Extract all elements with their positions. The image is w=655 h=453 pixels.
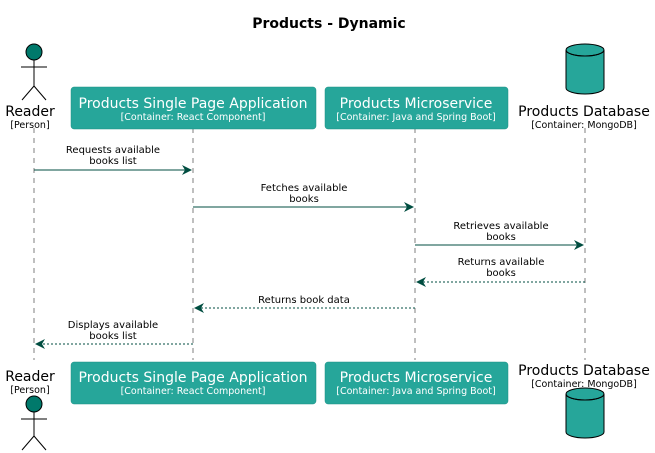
message-5[interactable]: Returns book data xyxy=(194,295,415,313)
message-label-line2: books xyxy=(289,194,319,205)
message-2[interactable]: Fetches available books xyxy=(193,183,414,212)
message-label-line1: Returns available xyxy=(458,257,545,268)
participants-top: Reader [Person] Products Single Page App… xyxy=(5,43,650,131)
container-box xyxy=(70,361,317,405)
message-4[interactable]: Returns available books xyxy=(416,257,585,287)
participant-name: Products Single Page Application xyxy=(79,96,308,112)
participant-type: [Container: React Component] xyxy=(121,112,266,123)
participant-type: [Person] xyxy=(10,385,49,396)
message-label-line2: books list xyxy=(89,331,137,342)
participant-spa-bottom[interactable]: Products Single Page Application [Contai… xyxy=(70,361,317,405)
message-label-line1: Displays available xyxy=(68,320,158,331)
database-icon xyxy=(565,387,605,439)
participant-type: [Container: MongoDB] xyxy=(531,120,637,131)
participant-type: [Container: Java and Spring Boot] xyxy=(336,386,495,397)
participant-name: Products Database xyxy=(518,363,650,379)
message-label-line1: Returns book data xyxy=(258,295,350,306)
container-box xyxy=(324,361,509,405)
participant-type: [Container: React Component] xyxy=(121,386,266,397)
message-label-line2: books list xyxy=(89,156,137,167)
participant-name: Reader xyxy=(5,369,55,385)
message-3[interactable]: Retrieves available books xyxy=(415,221,584,250)
participant-reader-top[interactable]: Reader [Person] xyxy=(5,43,55,131)
person-icon xyxy=(21,43,47,101)
container-box xyxy=(70,86,317,130)
message-1[interactable]: Requests available books list xyxy=(34,145,192,175)
message-label-line2: books xyxy=(486,232,516,243)
message-label-line2: books xyxy=(486,268,516,279)
diagram-title: Products - Dynamic xyxy=(252,16,406,32)
message-label-line1: Requests available xyxy=(66,145,160,156)
participants-bottom: Reader [Person] Products Single Page App… xyxy=(5,361,650,451)
participant-name: Products Single Page Application xyxy=(79,370,308,386)
message-label-line1: Fetches available xyxy=(261,183,348,194)
participant-name: Products Microservice xyxy=(340,370,493,386)
participant-db-bottom[interactable]: Products Database [Container: MongoDB] xyxy=(518,363,650,439)
participant-type: [Container: Java and Spring Boot] xyxy=(336,112,495,123)
participant-db-top[interactable]: Products Database [Container: MongoDB] xyxy=(518,43,650,131)
participant-name: Products Database xyxy=(518,104,650,120)
participant-name: Reader xyxy=(5,104,55,120)
participant-ms-top[interactable]: Products Microservice [Container: Java a… xyxy=(324,86,509,130)
message-label-line1: Retrieves available xyxy=(453,221,548,232)
message-6[interactable]: Displays available books list xyxy=(35,320,193,349)
participant-type: [Container: MongoDB] xyxy=(531,379,637,390)
participant-type: [Person] xyxy=(10,120,49,131)
messages: Requests available books list Fetches av… xyxy=(34,145,585,349)
participant-ms-bottom[interactable]: Products Microservice [Container: Java a… xyxy=(324,361,509,405)
participant-spa-top[interactable]: Products Single Page Application [Contai… xyxy=(70,86,317,130)
person-icon xyxy=(21,395,47,451)
lifelines xyxy=(33,128,586,360)
container-box xyxy=(324,86,509,130)
participant-name: Products Microservice xyxy=(340,96,493,112)
participant-reader-bottom[interactable]: Reader [Person] xyxy=(5,369,55,451)
database-icon xyxy=(565,43,605,95)
